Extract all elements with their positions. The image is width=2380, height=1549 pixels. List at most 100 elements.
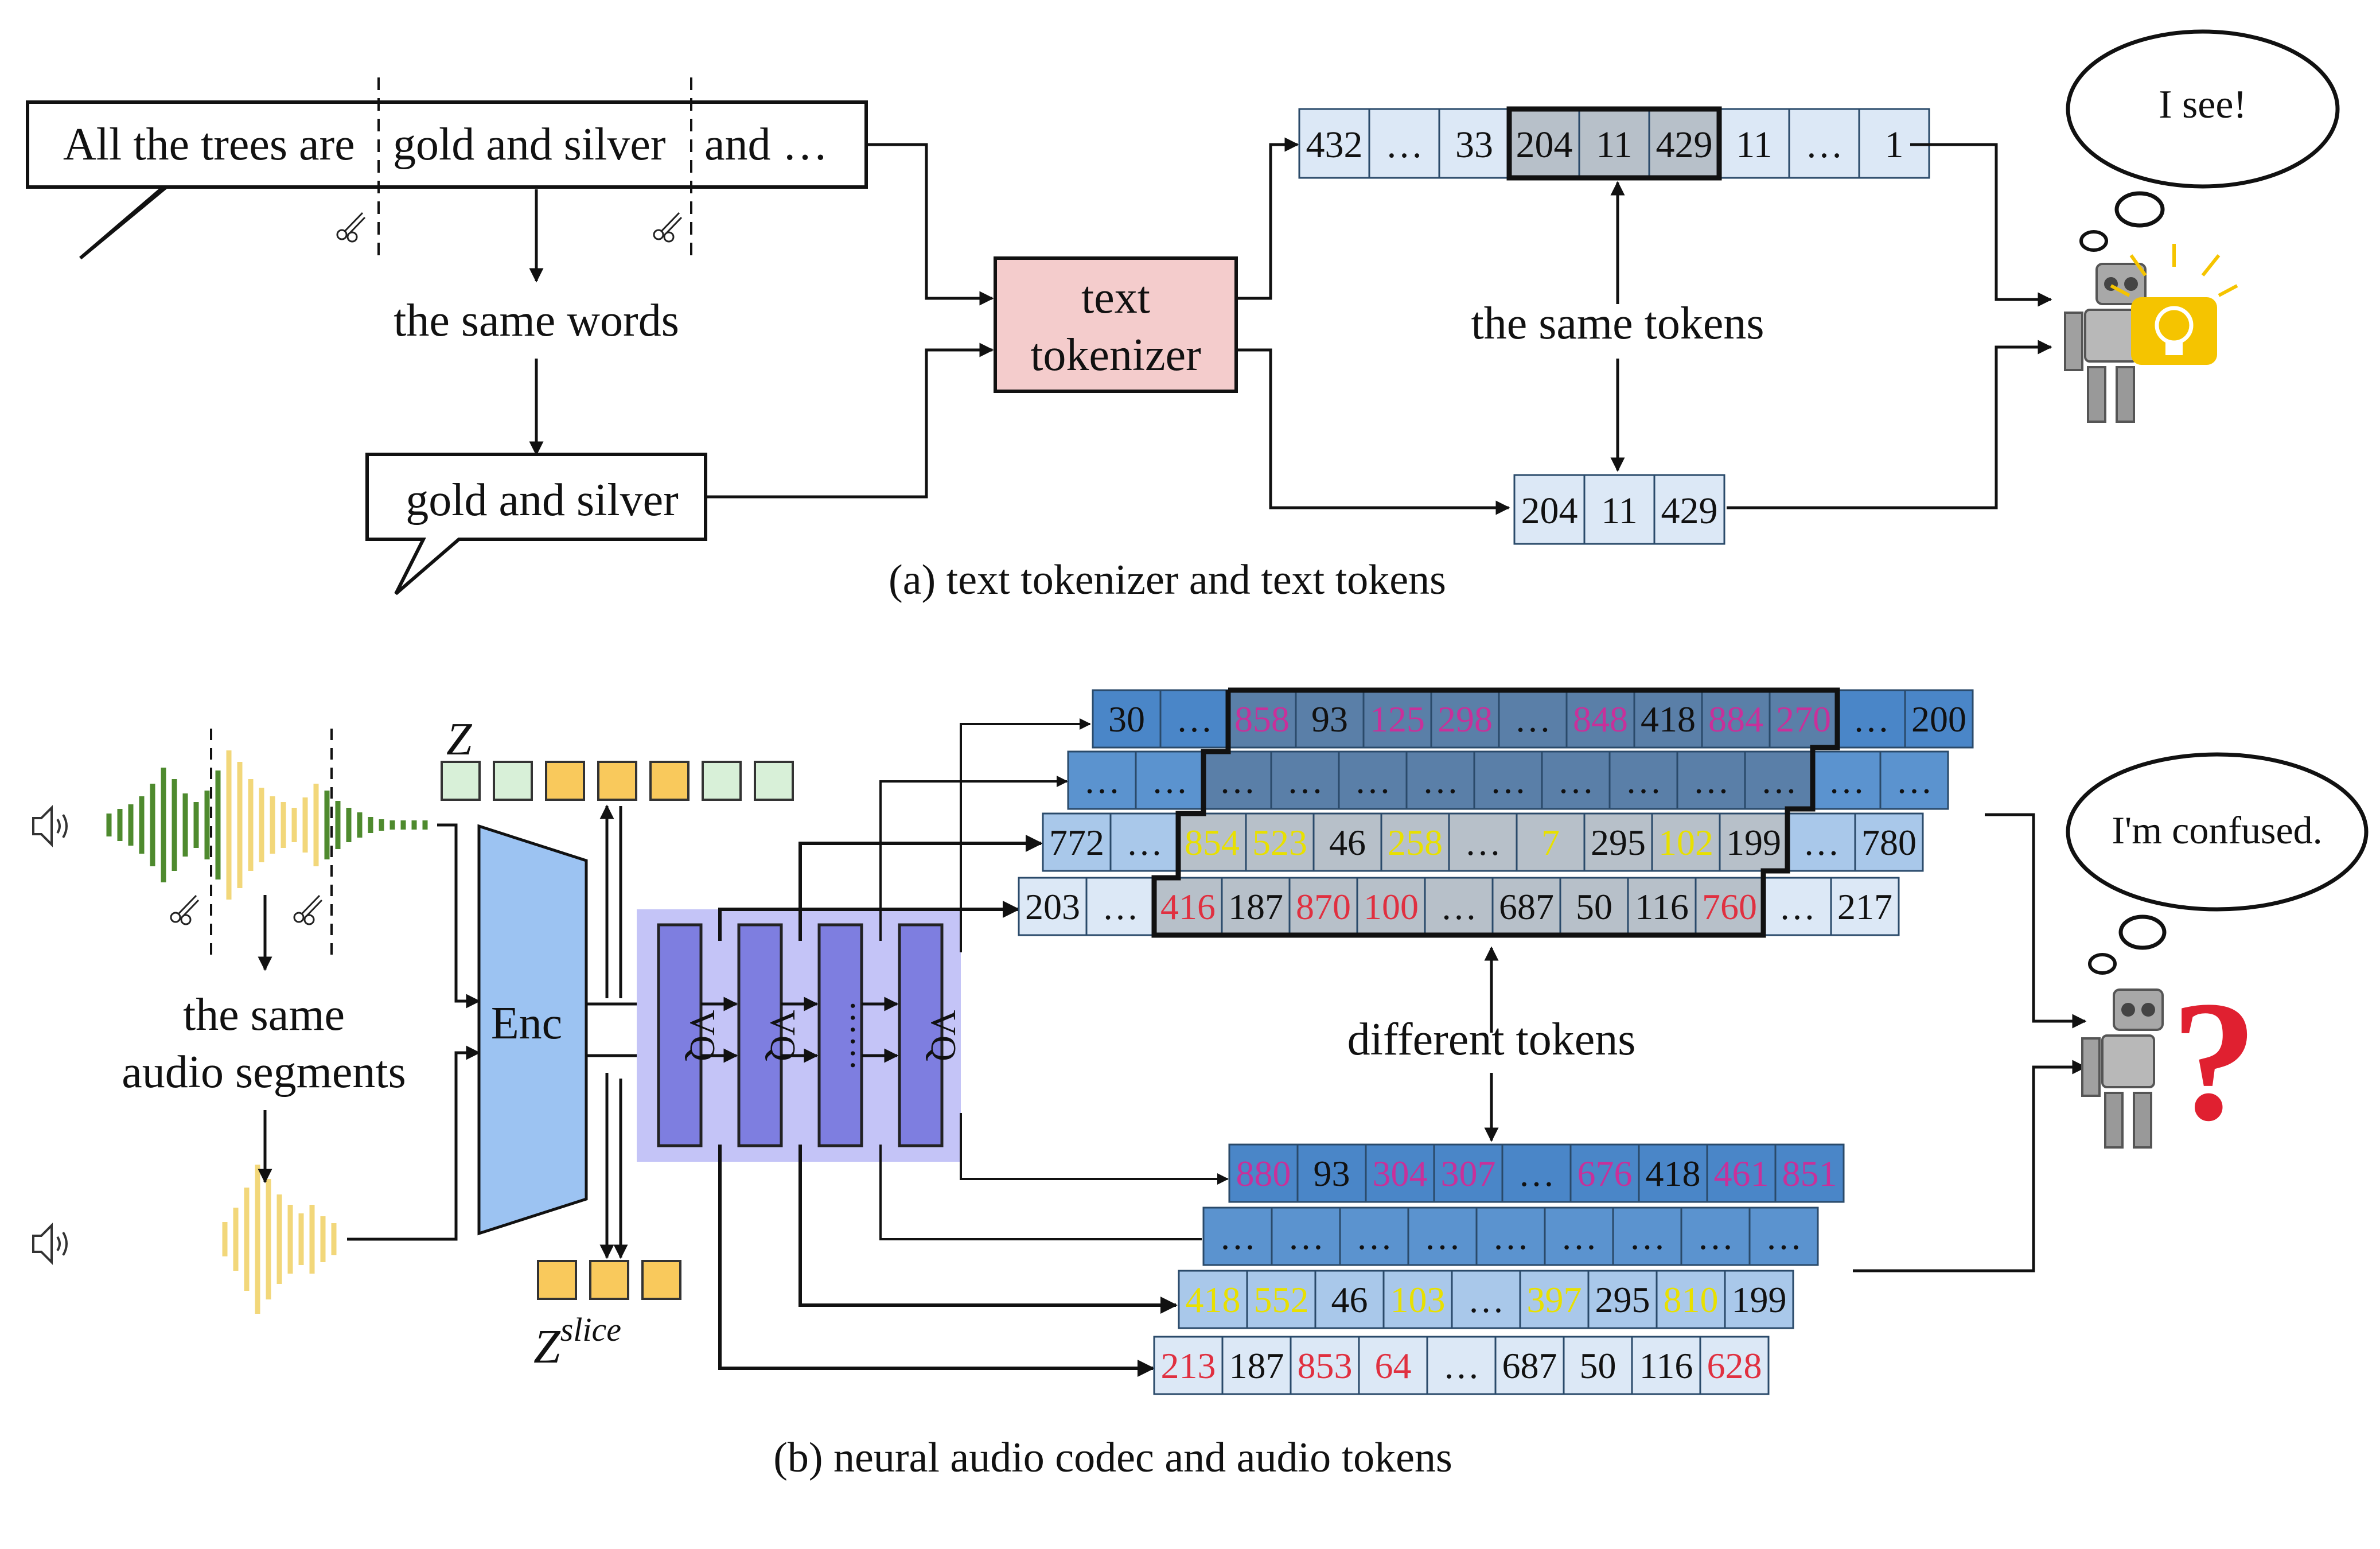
audio-token-value: … — [1625, 760, 1662, 801]
audio-token-value: 102 — [1658, 822, 1713, 863]
audio-token-value: … — [1176, 699, 1213, 740]
audio-token-cell — [1762, 877, 1832, 936]
audio-token-value: 760 — [1702, 886, 1757, 927]
audio-token-value: 64 — [1375, 1345, 1412, 1386]
token-value: 11 — [1736, 124, 1773, 166]
vq-label: VQ — [763, 1010, 802, 1061]
audio-token-value: … — [1853, 699, 1890, 740]
audio-token-value: … — [1219, 760, 1256, 801]
scissors-icon — [293, 894, 323, 925]
token-cell — [1788, 108, 1860, 179]
audio-token-value: 851 — [1782, 1153, 1837, 1194]
audio-token-cell — [1656, 1270, 1726, 1329]
audio-token-value: … — [1697, 1216, 1734, 1257]
audio-token-value: … — [1629, 1216, 1666, 1257]
audio-token-cell — [1426, 1336, 1497, 1395]
audio-token-value: 676 — [1577, 1153, 1633, 1194]
token-cell — [1653, 474, 1725, 545]
audio-token-cell — [1085, 877, 1155, 936]
vq-output-arrows — [718, 718, 1229, 1377]
token-value: 429 — [1656, 124, 1713, 166]
audio-token-cell — [1719, 812, 1789, 872]
token-value: … — [1385, 124, 1423, 166]
scissors-icon — [653, 212, 683, 243]
thought-text-b: I'm confused. — [2112, 808, 2322, 852]
audio-token-value: … — [1557, 760, 1594, 801]
same-words-label: the same words — [394, 295, 679, 346]
token-value: 204 — [1521, 490, 1578, 532]
sentence-bubble — [26, 100, 868, 260]
audio-token-value: … — [1354, 760, 1391, 801]
audio-token-value: 295 — [1591, 822, 1646, 863]
audio-token-cell — [1744, 750, 1814, 810]
audio-token-value: 187 — [1228, 886, 1283, 927]
audio-token-cell — [1774, 1143, 1845, 1203]
audio-token-cell — [1424, 877, 1494, 936]
audio-token-cell — [1312, 812, 1382, 872]
thought-text-a: I see! — [2159, 83, 2247, 127]
audio-token-value: … — [1443, 1345, 1480, 1386]
audio-token-cell — [1451, 1270, 1521, 1329]
robot-icon — [2064, 263, 2147, 423]
token-cell — [1298, 108, 1370, 179]
audio-token-cell — [1246, 1270, 1316, 1329]
audio-token-cell — [1569, 1143, 1640, 1203]
robot-icon — [2081, 988, 2164, 1149]
audio-token-value: 93 — [1311, 699, 1348, 740]
audio-token-value: 199 — [1726, 822, 1781, 863]
audio-token-value: 858 — [1234, 699, 1290, 740]
audio-token-value: 418 — [1646, 1153, 1701, 1194]
token-highlight-frame — [1506, 106, 1722, 181]
audio-token-value: 116 — [1635, 886, 1689, 927]
audio-token-value: … — [1828, 760, 1865, 801]
audio-token-value: … — [1896, 760, 1933, 801]
audio-token-value: … — [1490, 760, 1526, 801]
vq-label: VQ — [683, 1010, 722, 1061]
token-value: 1 — [1885, 124, 1904, 166]
thought-bubble-icon — [2066, 752, 2369, 975]
audio-token-value: 848 — [1573, 699, 1628, 740]
latent-cell — [649, 761, 690, 801]
audio-token-value: 217 — [1837, 886, 1892, 927]
audio-token-cell — [1178, 1270, 1248, 1329]
vq-block — [737, 923, 783, 1147]
token-value: 11 — [1596, 124, 1633, 166]
tokenizer-label-line2: tokenizer — [1030, 330, 1201, 380]
audio-token-value: … — [1084, 760, 1120, 801]
audio-token-value: 7 — [1541, 822, 1560, 863]
vq-block — [898, 923, 944, 1147]
vq-label: VQ — [924, 1010, 963, 1061]
audio-token-value: … — [1422, 760, 1459, 801]
latent-cell — [545, 761, 585, 801]
audio-token-cell — [1290, 1336, 1360, 1395]
token-value: 11 — [1601, 490, 1638, 532]
audio-token-cell — [1631, 1336, 1701, 1395]
audio-token-cell — [1608, 750, 1678, 810]
audio-token-cell — [1365, 1143, 1435, 1203]
z-label: Z — [446, 714, 473, 765]
audio-token-value: 200 — [1911, 699, 1966, 740]
audio-token-value: 50 — [1576, 886, 1612, 927]
audio-token-value: 416 — [1160, 886, 1216, 927]
audio-token-cell — [1135, 750, 1205, 810]
scissors-icon — [336, 212, 366, 243]
same-segments-label-1: the same — [183, 990, 345, 1040]
audio-token-value: 628 — [1707, 1345, 1762, 1386]
audio-token-cell — [1067, 750, 1137, 810]
different-tokens-label: different tokens — [1347, 1014, 1636, 1065]
thought-bubble-icon — [2066, 29, 2340, 252]
audio-token-value: 418 — [1186, 1279, 1241, 1320]
audio-token-cell — [1724, 1270, 1794, 1329]
speaker-icon — [32, 807, 68, 846]
question-mark-icon: ? — [2171, 966, 2257, 1156]
vq-block — [817, 923, 863, 1147]
audio-token-highlight-frame — [1151, 687, 1840, 938]
audio-token-cell — [1448, 812, 1518, 872]
audio-token-value: 258 — [1388, 822, 1443, 863]
audio-token-cell — [1904, 689, 1974, 749]
same-segments-label-2: audio segments — [122, 1047, 406, 1097]
audio-token-cell — [1501, 1143, 1572, 1203]
